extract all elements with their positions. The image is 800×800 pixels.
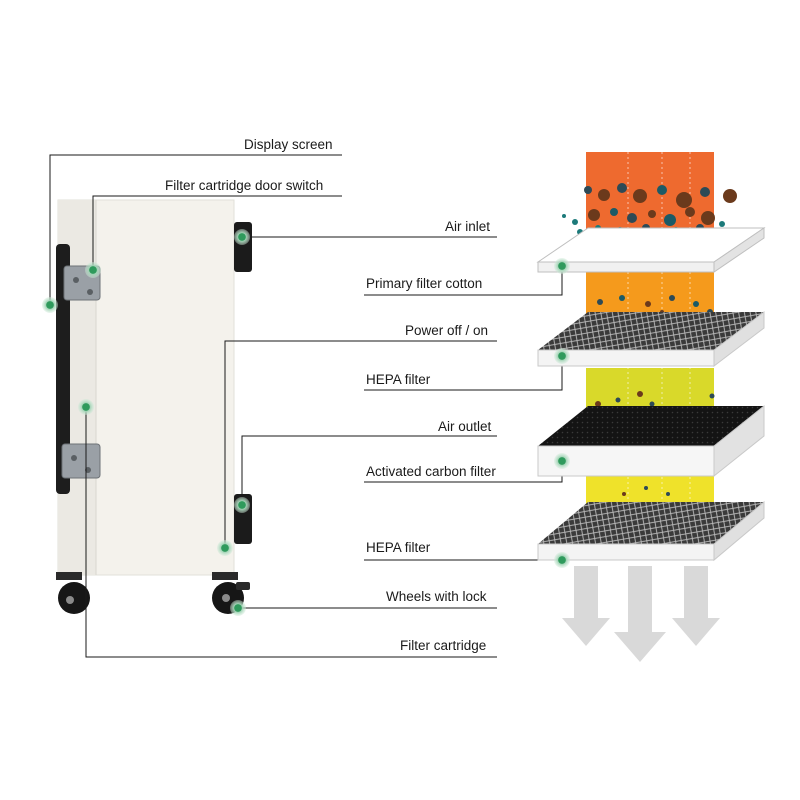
- label-air-inlet: Air inlet: [445, 219, 491, 234]
- label-wheels-with-lock: Wheels with lock: [386, 589, 487, 604]
- marker-carbon: [554, 453, 570, 469]
- stage-2-air: [586, 270, 714, 316]
- label-filter-cartridge: Filter cartridge: [400, 638, 487, 653]
- label-power: Power off / on: [405, 323, 489, 338]
- wheel-left: [56, 572, 90, 614]
- stage-4-air: [586, 474, 714, 504]
- label-door-switch: Filter cartridge door switch: [165, 178, 324, 193]
- label-display-screen: Display screen: [244, 137, 333, 152]
- marker-hepa-1: [554, 348, 570, 364]
- label-air-outlet: Air outlet: [438, 419, 492, 434]
- markers: [42, 229, 570, 616]
- door-handle: [56, 244, 70, 494]
- marker-door-switch: [85, 262, 101, 278]
- label-primary-filter-cotton: Primary filter cotton: [366, 276, 483, 291]
- activated-carbon-panel: [537, 404, 765, 478]
- hepa-filter-panel-2: [537, 500, 765, 562]
- primary-filter-cotton-panel: [536, 227, 766, 273]
- marker-filter-cartridge: [78, 399, 94, 415]
- label-activated-carbon-filter: Activated carbon filter: [366, 464, 496, 479]
- label-hepa-filter-2: HEPA filter: [366, 540, 431, 555]
- marker-wheels: [230, 600, 246, 616]
- marker-air-outlet: [234, 497, 250, 513]
- stage-3-air: [586, 368, 714, 408]
- marker-primary-cotton: [554, 258, 570, 274]
- filter-stack: [536, 152, 766, 662]
- leader-lines: [49, 154, 563, 658]
- outflow-arrows: [562, 566, 720, 662]
- hinge-bottom: [61, 443, 101, 479]
- marker-display-screen: [42, 297, 58, 313]
- marker-power: [217, 540, 233, 556]
- marker-air-inlet: [234, 229, 250, 245]
- hepa-filter-panel-1: [537, 310, 765, 368]
- marker-hepa-2: [554, 552, 570, 568]
- label-hepa-filter-1: HEPA filter: [366, 372, 431, 387]
- cabinet: [56, 199, 252, 614]
